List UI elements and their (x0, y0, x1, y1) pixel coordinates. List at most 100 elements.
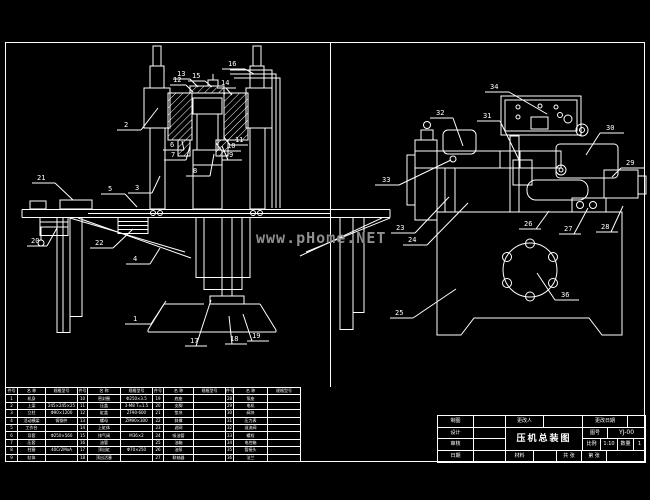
callout-leader-8 (209, 153, 215, 177)
callout-1: 1 (133, 315, 137, 323)
clamp-block (59, 199, 93, 210)
parts-cell: 机身 (17, 394, 46, 403)
callout-leader-32 (452, 117, 464, 147)
parts-header: 规格型号 (120, 386, 153, 396)
parts-cell (267, 409, 301, 418)
parts-cell: 螺栓 (233, 431, 268, 440)
callout-3: 3 (135, 184, 139, 192)
parts-cell: 压盖 (87, 401, 121, 411)
parts-cell: 电机 (233, 401, 268, 411)
parts-cell (267, 401, 301, 411)
callout-16: 16 (228, 60, 236, 68)
parts-cell: 8 (5, 446, 18, 455)
parts-cell: 25 (152, 438, 164, 448)
callout-7: 7 (171, 151, 175, 159)
callout-leader-10 (215, 142, 223, 152)
parts-cell: 联轴器 (163, 453, 194, 463)
parts-cell: 立柱 (17, 409, 46, 418)
parts-cell: 34 (225, 438, 234, 448)
parts-header: 名 称 (87, 386, 121, 396)
parts-cell: 28 (225, 394, 234, 403)
parts-cell: 3-M8 T=1.5 (120, 401, 153, 411)
mount-plate (414, 139, 438, 221)
parts-cell (267, 394, 301, 403)
callout-leader-18 (228, 315, 233, 345)
callout-36: 36 (561, 291, 569, 299)
parts-cell: Φ250×560 (45, 431, 78, 440)
right-tower-block (245, 87, 273, 129)
parts-cell: 阀块 (233, 409, 268, 418)
callout-leader-2 (140, 107, 159, 131)
parts-cell: 底座 (163, 394, 194, 403)
callout-28: 28 (601, 223, 609, 231)
parts-cell: 17 (77, 446, 88, 455)
callout-17: 17 (190, 337, 198, 345)
tb-sheet-extra (606, 450, 646, 463)
callout-leader-13 (189, 78, 199, 88)
parts-header: 规格型号 (45, 386, 78, 396)
callout-34: 34 (490, 83, 498, 91)
parts-cell: 油泵 (163, 446, 194, 455)
callout-23: 23 (396, 224, 404, 232)
parts-cell: 油箱 (163, 438, 194, 448)
parts-cell: 5 (5, 423, 18, 433)
eye-bolt (575, 123, 589, 137)
callout-33: 33 (382, 176, 390, 184)
callout-leader-30 (585, 132, 601, 156)
parts-cell (193, 438, 226, 448)
parts-header: 件号 (5, 386, 18, 396)
parts-cell: Φ250×3.5 (120, 394, 153, 403)
callout-leader-20 (46, 227, 58, 247)
right-column (249, 127, 266, 210)
callout-30: 30 (606, 124, 614, 132)
callout-leader-31 (499, 120, 521, 163)
parts-cell: 铸钢件 (45, 416, 78, 425)
parts-cell: 活动横梁 (17, 416, 46, 425)
parts-cell: 18 (77, 453, 88, 463)
callout-leader-23 (414, 196, 450, 234)
tb-sheet-total: 共 张 (556, 450, 582, 463)
callout-leader-21 (54, 182, 74, 201)
parts-cell: 斜撑 (163, 416, 194, 425)
parts-cell: 滤网 (163, 423, 194, 433)
parts-cell: 16 (77, 438, 88, 448)
parts-cell: 13 (77, 416, 88, 425)
parts-cell: 法兰 (233, 453, 268, 463)
callout-leader-3 (151, 175, 161, 194)
manifold (414, 150, 562, 169)
callout-14: 14 (221, 79, 229, 87)
parts-cell: 垫块 (163, 409, 194, 418)
callout-8: 8 (193, 167, 197, 175)
parts-header: 名 称 (163, 386, 194, 396)
parts-cell: 9 (5, 453, 18, 463)
parts-header: 件号 (77, 386, 88, 396)
parts-cell: 顶出缸 (87, 446, 121, 455)
callout-leader-6 (181, 140, 185, 151)
parts-cell (45, 453, 78, 463)
callout-leader-7 (185, 145, 191, 161)
ram-body (192, 149, 223, 210)
callout-26: 26 (524, 220, 532, 228)
callout-leader-16 (244, 68, 255, 75)
parts-cell: 上梁 (17, 401, 46, 411)
parts-cell: 1 (5, 394, 18, 403)
parts-cell (267, 416, 301, 425)
parts-cell: 12 (77, 409, 88, 418)
callout-leader-36 (536, 272, 556, 301)
parts-cell: 溢流阀 (233, 423, 268, 433)
callout-leader-22 (112, 228, 134, 249)
callout-6: 6 (170, 141, 174, 149)
parts-header: 件号 (225, 386, 234, 396)
parts-cell: ZM90×300 (120, 416, 153, 425)
callout-13: 13 (177, 70, 185, 78)
parts-cell (45, 394, 78, 403)
callout-leader-29 (611, 167, 622, 178)
parts-cell: 30 (225, 409, 234, 418)
parts-cell: 33 (225, 431, 234, 440)
parts-cell: 支脚 (163, 401, 194, 411)
